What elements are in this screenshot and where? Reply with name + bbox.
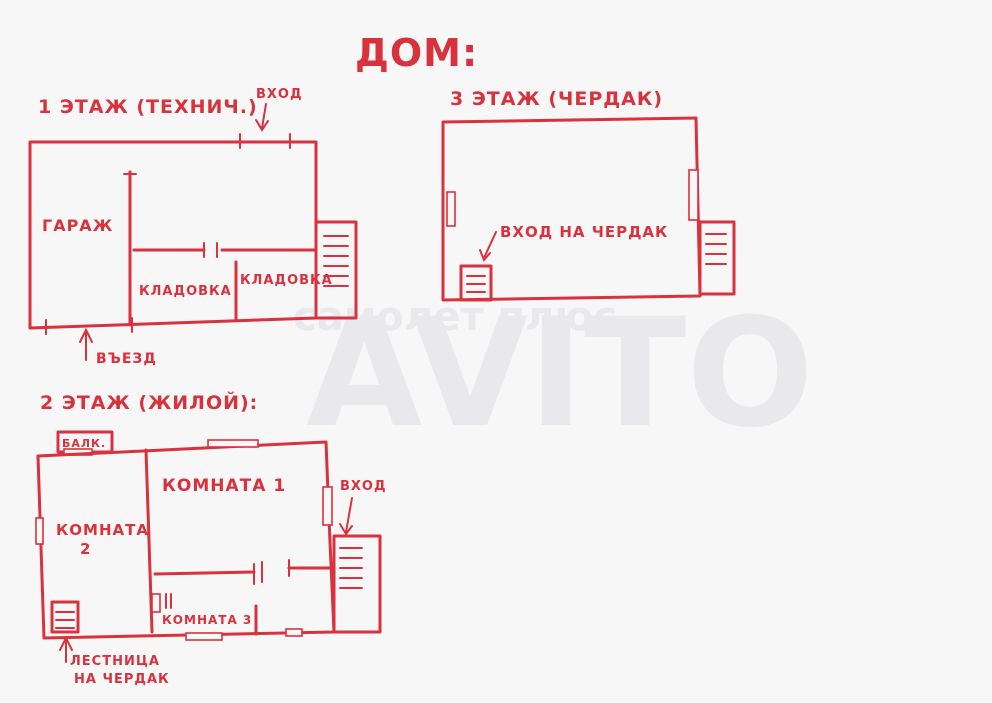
- floor1-entrance-door: [239, 133, 291, 149]
- floor2-entrance-arrow-icon: [339, 497, 353, 536]
- floor2-plan: 2 ЭТАЖ (ЖИЛОЙ): БАЛК. ВХОД КОМНАТА 1: [35, 391, 387, 687]
- floor1-staircase: [314, 220, 358, 320]
- ladder-label-line2: НА ЧЕРДАК: [74, 672, 170, 687]
- watermark-brand: AVITO: [306, 287, 814, 461]
- attic-ladder: [50, 600, 80, 634]
- room1-side-window: [322, 486, 333, 526]
- floor3-window-left: [446, 191, 456, 227]
- storage-door: [203, 242, 218, 258]
- room3-label: КОМНАТА 3: [162, 613, 252, 627]
- attic-entrance-label: ВХОД НА ЧЕРДАК: [500, 223, 668, 241]
- page-title: ДОМ:: [355, 31, 478, 75]
- floor2-staircase: [332, 534, 382, 634]
- balcony-label: БАЛК.: [62, 437, 106, 450]
- floor2-outer-wall: [36, 440, 336, 640]
- ladder-arrow-icon: [59, 635, 73, 663]
- staircase-steps: [323, 235, 349, 287]
- attic-hatch: [459, 264, 493, 302]
- room1-window: [207, 439, 259, 448]
- room-storage-left-label: КЛАДОВКА: [139, 284, 232, 299]
- room2-window: [35, 517, 44, 545]
- room2-partition: [144, 448, 154, 634]
- garage-gate: [45, 317, 133, 335]
- room3-window-bottom: [185, 632, 223, 641]
- room2-label-line1: КОМНАТА: [56, 521, 149, 539]
- floor2-heading: 2 ЭТАЖ (ЖИЛОЙ):: [40, 391, 258, 414]
- room3-top-wall: [153, 570, 256, 576]
- floor1-plan: 1 ЭТАЖ (ТЕХНИЧ.) ВХОД ГАРАЖ КЛАДОВКА КЛА…: [28, 87, 358, 367]
- floor3-outer-wall: [441, 116, 702, 302]
- floor1-entrance-label: ВХОД: [256, 87, 303, 102]
- floor3-window-right: [688, 169, 699, 221]
- room3-window-left: [151, 593, 161, 613]
- ladder-label-line1: ЛЕСТНИЦА: [70, 654, 160, 669]
- room-storage-right-label: КЛАДОВКА: [240, 273, 333, 288]
- room2-label-line2: 2: [80, 540, 91, 558]
- attic-arrow-icon: [479, 231, 497, 262]
- room-garage-label: ГАРАЖ: [42, 216, 113, 235]
- floor3-staircase: [698, 220, 736, 296]
- entrance-arrow-icon: [255, 103, 269, 132]
- room3-door: [253, 561, 263, 585]
- floor1-heading: 1 ЭТАЖ (ТЕХНИЧ.): [38, 96, 258, 118]
- floor2-entrance-label: ВХОД: [340, 479, 387, 494]
- floor3-plan: 3 ЭТАЖ (ЧЕРДАК) ВХОД НА ЧЕРДАК: [441, 88, 736, 302]
- floor1-drive-in-label: ВЪЕЗД: [96, 351, 157, 367]
- watermark: AVITO самолет плюс: [293, 287, 814, 461]
- floor3-heading: 3 ЭТАЖ (ЧЕРДАК): [450, 88, 663, 110]
- floor1-outer-wall: [28, 140, 318, 330]
- room1-label: КОМНАТА 1: [162, 476, 286, 496]
- drive-in-arrow-icon: [79, 327, 93, 361]
